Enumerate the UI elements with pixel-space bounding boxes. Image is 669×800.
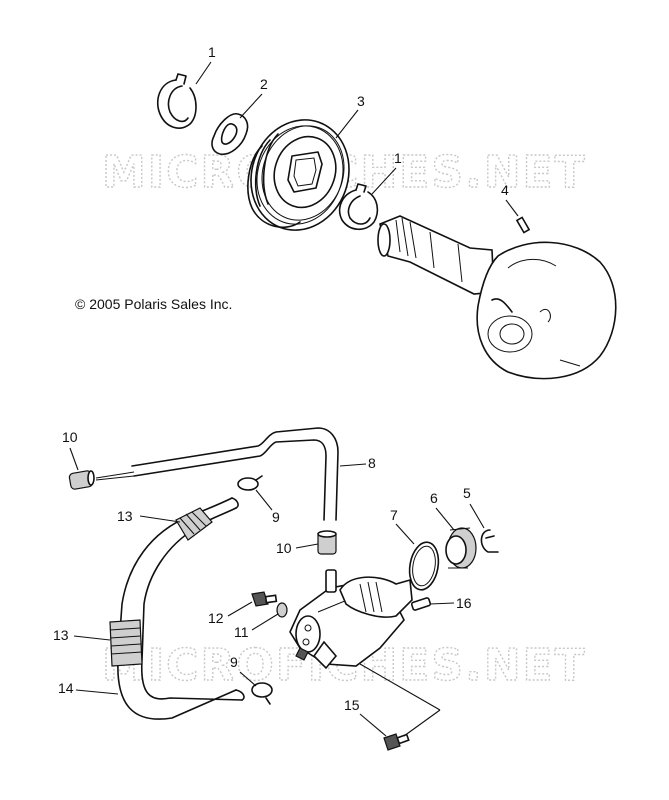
callout-14-hose: 14 xyxy=(58,680,74,696)
stator-housing xyxy=(476,241,617,380)
washer-11 xyxy=(276,602,288,618)
o-ring xyxy=(408,541,440,591)
callout-4-dowel-pin: 4 xyxy=(501,182,509,198)
oil-pump xyxy=(289,569,413,670)
bolt-15 xyxy=(383,733,410,751)
callout-10-ferrule-left: 10 xyxy=(62,429,78,445)
pin-16 xyxy=(410,597,432,611)
dowel-pin xyxy=(515,216,531,234)
callout-9-clamp-upper: 9 xyxy=(272,509,280,525)
callout-13-spring-lower: 13 xyxy=(53,627,69,643)
callout-15-bolt: 15 xyxy=(344,697,360,713)
callout-10-ferrule-lower: 10 xyxy=(276,540,292,556)
callout-7-o-ring: 7 xyxy=(390,507,398,523)
callout-16-pin: 16 xyxy=(456,595,472,611)
snap-ring-middle xyxy=(338,183,379,231)
oil-line xyxy=(95,427,339,521)
driven-shaft xyxy=(377,215,495,295)
hose-spring-upper xyxy=(175,507,213,541)
keyed-washer xyxy=(211,113,249,156)
hose-spring-lower xyxy=(109,619,143,667)
e-clip xyxy=(480,529,499,553)
callout-1-snap-ring-middle: 1 xyxy=(394,150,402,166)
hose-clamp-upper xyxy=(237,475,263,491)
pulley xyxy=(247,119,350,231)
callout-8-oil-line: 8 xyxy=(368,455,376,471)
hose-clamp-lower xyxy=(251,682,273,705)
callout-1-snap-ring-upper: 1 xyxy=(208,44,216,60)
callout-6-drive-gear: 6 xyxy=(430,490,438,506)
copyright-notice: © 2005 Polaris Sales Inc. xyxy=(75,296,232,312)
snap-ring-upper xyxy=(156,73,197,129)
callout-3-pulley: 3 xyxy=(357,93,365,109)
callout-2-keyed-washer: 2 xyxy=(260,76,268,92)
callout-11-washer: 11 xyxy=(234,624,249,640)
bolt-12 xyxy=(251,591,278,607)
ferrule-lower xyxy=(317,530,337,555)
callout-5-e-clip: 5 xyxy=(463,485,471,501)
callout-9-clamp-lower: 9 xyxy=(230,654,238,670)
callout-12-bolt: 12 xyxy=(208,610,224,626)
callout-13-spring-upper: 13 xyxy=(117,508,133,524)
ferrule-left xyxy=(68,470,95,490)
drive-gear xyxy=(445,527,477,569)
